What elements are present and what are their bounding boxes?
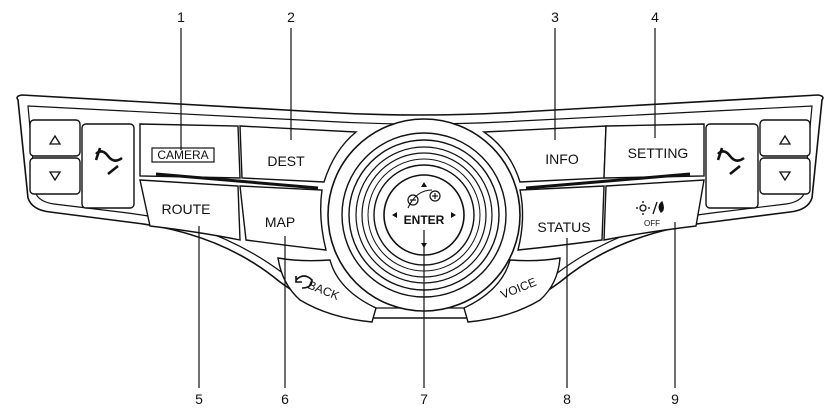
status-label: STATUS bbox=[537, 219, 590, 235]
callout-6: 6 bbox=[281, 391, 289, 407]
setting-label: SETTING bbox=[628, 145, 689, 161]
setting-button[interactable] bbox=[603, 123, 705, 179]
map-button[interactable] bbox=[239, 185, 327, 251]
map-label: MAP bbox=[265, 214, 295, 230]
seat-airflow-icon bbox=[716, 147, 745, 176]
callout-1: 1 bbox=[177, 9, 185, 25]
enter-label: ENTER bbox=[404, 213, 445, 227]
left-divider-stripe bbox=[155, 172, 319, 190]
triangle-right-icon bbox=[451, 212, 456, 218]
callout-2: 2 bbox=[287, 9, 295, 25]
info-label: INFO bbox=[545, 151, 579, 167]
left-down-button[interactable] bbox=[29, 157, 81, 195]
right-up-button[interactable] bbox=[759, 119, 811, 157]
callout-7: 7 bbox=[420, 391, 428, 407]
left-seat-climate-button[interactable] bbox=[81, 123, 135, 209]
right-down-button[interactable] bbox=[759, 157, 811, 195]
callout-8: 8 bbox=[563, 391, 571, 407]
brightness-day-night-icon bbox=[636, 200, 664, 215]
triangle-down-icon bbox=[778, 171, 792, 182]
rotate-arrow-icon bbox=[407, 189, 433, 209]
left-up-button[interactable] bbox=[29, 119, 81, 157]
seat-airflow-icon bbox=[94, 147, 123, 176]
triangle-up-icon bbox=[421, 182, 427, 187]
dest-label: DEST bbox=[267, 153, 305, 169]
camera-label-box bbox=[151, 147, 215, 163]
triangle-left-icon bbox=[392, 212, 397, 218]
callout-3: 3 bbox=[551, 9, 559, 25]
right-divider-stripe bbox=[525, 172, 691, 190]
route-button[interactable] bbox=[139, 179, 241, 241]
callout-9: 9 bbox=[671, 391, 679, 407]
status-button[interactable] bbox=[517, 185, 605, 251]
off-label: OFF bbox=[644, 219, 660, 228]
back-button[interactable] bbox=[277, 257, 377, 323]
voice-button[interactable] bbox=[463, 257, 561, 323]
dest-button[interactable] bbox=[239, 125, 358, 183]
back-arrow-icon bbox=[295, 275, 313, 289]
callout-4: 4 bbox=[651, 9, 659, 25]
triangle-up-icon bbox=[48, 134, 62, 145]
info-button[interactable] bbox=[481, 125, 607, 183]
camera-label: CAMERA bbox=[157, 148, 208, 162]
route-label: ROUTE bbox=[162, 201, 211, 217]
right-seat-climate-button[interactable] bbox=[705, 123, 759, 209]
callout-5: 5 bbox=[195, 391, 203, 407]
zoom-in-icon bbox=[429, 190, 441, 202]
triangle-down-icon bbox=[48, 171, 62, 182]
triangle-up-icon bbox=[778, 134, 792, 145]
